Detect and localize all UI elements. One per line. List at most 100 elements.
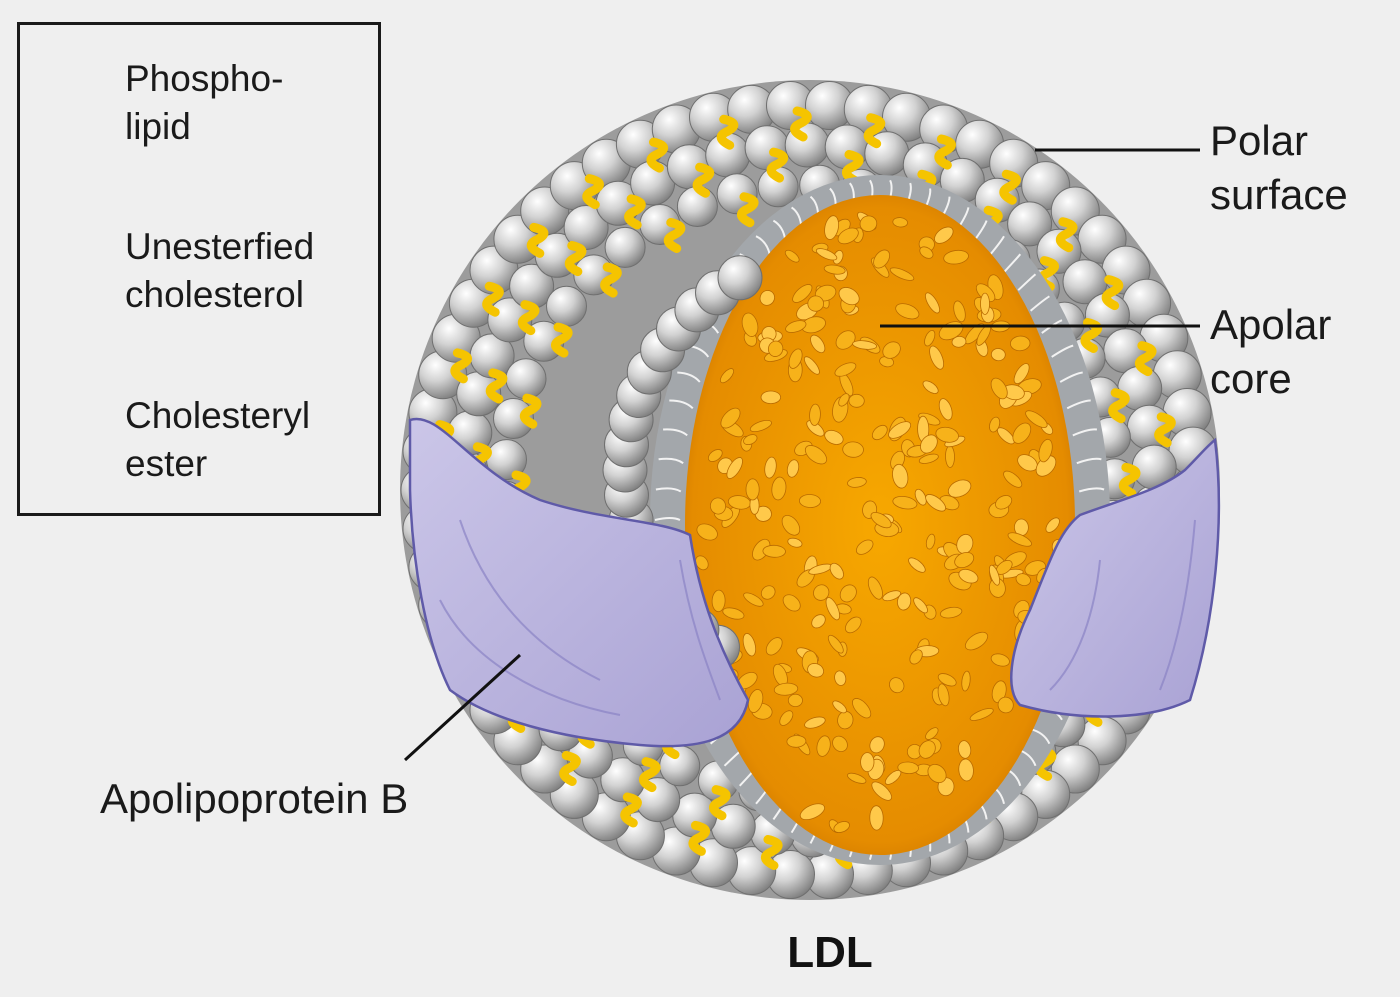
cholesteryl-ester-blob — [695, 555, 709, 571]
protein-fold-right — [1049, 519, 1196, 691]
cholesterol-wiggle — [1108, 388, 1130, 424]
cholesteryl-ester-blob — [997, 427, 1015, 445]
cholesteryl-ester-blob — [1013, 363, 1030, 385]
cholesteryl-ester-blob — [927, 763, 947, 784]
cholesteryl-ester-blob — [922, 380, 939, 394]
cholesterol-wiggle — [646, 137, 668, 173]
cholesteryl-ester-blob — [871, 781, 892, 801]
cholesteryl-ester-blob — [834, 670, 847, 686]
cholesteryl-ester-blob — [806, 420, 825, 437]
cholesteryl-ester-blob — [995, 495, 1013, 510]
cholesterol-wiggle — [709, 785, 731, 821]
cholesteryl-ester-blob — [804, 716, 826, 729]
cholesteryl-ester-blob — [1045, 517, 1060, 533]
cholesterol-wiggle — [564, 241, 587, 277]
cholesteryl-ester-blob — [722, 607, 745, 620]
cholesteryl-ester-blob — [852, 698, 872, 719]
cholesteryl-ester-blob — [709, 497, 727, 515]
cholesteryl-ester-blob — [888, 421, 912, 439]
phospholipid-head — [717, 255, 763, 301]
cholesteryl-ester-blob — [771, 476, 787, 501]
cholesteryl-ester-blob — [1010, 335, 1031, 352]
cholesteryl-ester-blob — [859, 215, 878, 232]
cholesteryl-ester-blob — [913, 597, 928, 614]
cholesterol-wiggle — [639, 757, 661, 793]
phospholipid-tail — [1029, 295, 1050, 312]
cholesteryl-ester-blob — [889, 677, 905, 694]
phospholipid-tail — [658, 457, 684, 465]
cholesteryl-ester-blob — [1025, 410, 1048, 428]
cholesterol-wiggle — [559, 750, 581, 786]
cholesteryl-ester-blob — [747, 689, 764, 713]
cholesteryl-ester-blob — [837, 710, 854, 730]
phospholipid-tail — [1017, 273, 1037, 291]
cholesteryl-ester-blob — [958, 568, 979, 584]
cholesteryl-ester-blob — [809, 403, 821, 426]
cholesteryl-ester-blob — [914, 488, 927, 506]
cholesteryl-ester-blob — [767, 340, 784, 357]
cholesteryl-ester-blob — [764, 456, 777, 479]
cholesteryl-ester-blob — [990, 377, 1008, 400]
apolipoprotein-b-left — [408, 417, 750, 748]
cholesteryl-ester-blob — [838, 287, 860, 306]
phospholipid-tail — [1072, 428, 1098, 437]
phospholipid-tail — [1059, 371, 1083, 383]
cholesteryl-ester-blob — [696, 523, 718, 541]
legend-label-phospholipid: Phospho- lipid — [125, 58, 284, 147]
cholesteryl-ester-blob — [847, 477, 867, 488]
cholesteryl-ester-blob — [991, 680, 1007, 703]
cholesterol-wiggle — [760, 835, 783, 871]
phospholipid-head — [1007, 201, 1053, 247]
phospholipid-tail — [973, 220, 988, 241]
cholesteryl-ester-blob — [929, 345, 945, 370]
cholesteryl-ester-blob — [787, 693, 803, 708]
cholesteryl-ester-blob — [918, 453, 939, 464]
cholesteryl-ester-blob — [743, 592, 764, 607]
cholesteryl-ester-blob — [908, 557, 926, 573]
cholesterol-wiggle — [934, 134, 956, 170]
cholesteryl-ester-blob — [749, 419, 772, 433]
cholesteryl-ester-blob — [909, 649, 923, 665]
cholesteryl-ester-blob — [925, 494, 946, 512]
legend-label-cholesteryl-ester: Cholesteryl ester — [125, 395, 311, 484]
legend-label-unesterified-cholesterol: Unesterfied cholesterol — [125, 226, 315, 315]
cholesteryl-ester-core — [695, 211, 1067, 833]
cholesteryl-ester-blob — [813, 584, 830, 601]
cholesterol-wiggle — [663, 218, 686, 254]
cholesteryl-ester-blob — [867, 576, 883, 600]
cholesteryl-ester-blob — [852, 340, 878, 350]
cholesteryl-ester-blob — [788, 348, 803, 369]
cholesteryl-ester-blob — [935, 426, 959, 443]
cholesterol-wiggle — [519, 393, 542, 429]
cholesterol-wiggle — [1154, 412, 1176, 448]
cholesteryl-ester-blob — [954, 551, 975, 569]
cholesteryl-ester-blob — [947, 479, 972, 498]
cholesteryl-ester-blob — [882, 590, 902, 602]
diagram-title: LDL — [787, 928, 873, 977]
phospholipid-tail — [755, 235, 771, 255]
cholesteryl-ester-blob — [807, 663, 824, 678]
cholesterol-wiggle — [1101, 275, 1124, 311]
cholesteryl-ester-blob — [837, 227, 859, 245]
cholesteryl-ester-blob — [989, 564, 1000, 586]
cholesteryl-ester-blob — [920, 434, 938, 454]
cholesteryl-ester-blob — [824, 215, 840, 240]
cholesteryl-ester-blob — [945, 445, 955, 468]
cholesteryl-ester-blob — [925, 533, 936, 550]
cholesteryl-ester-blob — [919, 246, 934, 259]
cholesteryl-ester-blob — [832, 735, 848, 753]
cholesteryl-ester-blob — [799, 494, 821, 508]
cholesteryl-ester-blob — [869, 805, 884, 831]
phospholipid-tail — [677, 371, 701, 383]
cholesteryl-ester-blob — [845, 616, 862, 634]
cholesteryl-ester-blob — [873, 249, 890, 269]
cholesteryl-ester-blob — [720, 407, 741, 429]
phospholipid-tail — [1051, 344, 1074, 358]
cholesteryl-ester-blob — [839, 584, 857, 603]
cholesterol-wiggle — [1055, 217, 1078, 253]
cholesteryl-ester-blob — [760, 585, 776, 600]
phospholipid-head — [505, 358, 547, 400]
cholesteryl-ester-blob — [835, 330, 856, 350]
cholesteryl-ester-blob — [892, 463, 909, 489]
cholesterol-wiggle — [485, 368, 508, 404]
